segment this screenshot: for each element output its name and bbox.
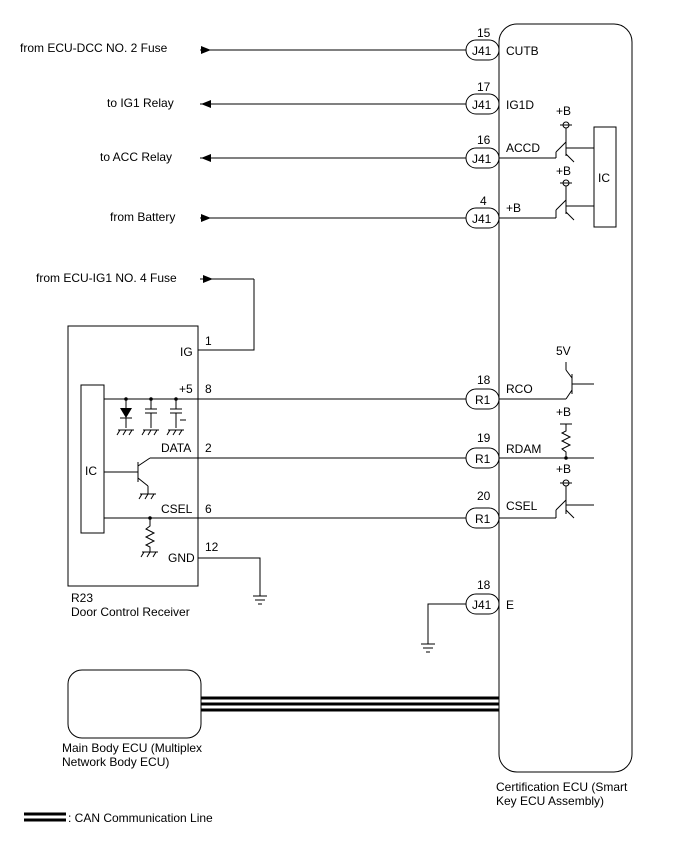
door-control-receiver-box <box>67 325 199 587</box>
transistor-plusb <box>499 179 594 221</box>
source-plusb: from Battery <box>110 210 175 224</box>
can-communication-line <box>201 696 499 712</box>
main-body-ecu-label-2: Network Body ECU) <box>62 755 169 769</box>
conn-cutb: J41 <box>472 44 492 58</box>
conn-csel: R1 <box>475 512 491 526</box>
ground-icon <box>253 595 267 605</box>
terminal-e: E <box>506 598 514 612</box>
terminal-accd: ACCD <box>506 141 540 155</box>
receiver-pin-csel-num: 6 <box>205 502 212 516</box>
ground-icon-e <box>421 643 435 653</box>
pin-num-csel: 20 <box>477 489 491 503</box>
ecu-ic-label: IC <box>598 171 610 185</box>
terminal-csel: CSEL <box>506 499 538 513</box>
receiver-name: Door Control Receiver <box>71 605 190 619</box>
electrolytic-capacitor-icon <box>166 397 186 436</box>
legend-text: : CAN Communication Line <box>68 811 213 825</box>
receiver-ic-block <box>80 384 105 534</box>
receiver-data-transistor <box>104 457 156 500</box>
main-body-ecu-box <box>67 669 202 739</box>
receiver-pin-ig-num: 1 <box>205 334 212 348</box>
pin-num-plusb: 4 <box>480 194 487 208</box>
pulldown-resistor-icon <box>140 516 158 558</box>
conn-rdam: R1 <box>475 452 491 466</box>
conn-rco: R1 <box>475 393 491 407</box>
connector-j41-ig1d <box>465 93 500 115</box>
receiver-pin-gnd-num: 12 <box>205 540 219 554</box>
connector-j41-cutb <box>465 39 500 61</box>
receiver-pin-p5-label: +5 <box>179 382 193 396</box>
terminal-rdam: RDAM <box>506 442 541 456</box>
conn-plusb: J41 <box>472 212 492 226</box>
transistor-accd <box>499 121 594 163</box>
capacitor-icon <box>141 397 159 436</box>
receiver-pin-data-label: DATA <box>161 441 191 455</box>
receiver-pin-ig-label: IG <box>180 345 193 359</box>
pin-num-cutb: 15 <box>477 26 491 40</box>
transistor-csel <box>499 479 594 519</box>
pin-num-e: 18 <box>477 578 491 592</box>
ecu-ic-block <box>593 126 617 228</box>
supply-b3: +B <box>556 405 571 419</box>
receiver-pin-csel-label: CSEL <box>161 502 193 516</box>
pullup-resistor-icon <box>499 423 594 460</box>
terminal-ig1d: IG1D <box>506 98 534 112</box>
receiver-pin-p5-num: 8 <box>205 382 212 396</box>
target-ig1d: to IG1 Relay <box>107 96 174 110</box>
wire-e <box>427 603 466 644</box>
pin-num-rdam: 19 <box>477 431 491 445</box>
conn-accd: J41 <box>472 152 492 166</box>
receiver-ic-label: IC <box>85 464 97 478</box>
terminal-rco: RCO <box>506 382 533 396</box>
receiver-pin-data-num: 2 <box>205 441 212 455</box>
supply-b1: +B <box>556 104 571 118</box>
receiver-pin-gnd-label: GND <box>168 551 195 565</box>
supply-5v: 5V <box>556 344 571 358</box>
zener-diode-icon <box>116 397 134 436</box>
pin-num-accd: 16 <box>477 133 491 147</box>
legend-can-line-icon <box>24 812 66 822</box>
wire-gnd <box>198 557 261 596</box>
certification-ecu-label-1: Certification ECU (Smart <box>496 780 628 794</box>
certification-ecu-label-2: Key ECU Assembly) <box>496 794 604 808</box>
terminal-cutb: CUTB <box>506 44 539 58</box>
pin-num-ig1d: 17 <box>477 80 491 94</box>
supply-b2: +B <box>556 164 571 178</box>
main-body-ecu-label-1: Main Body ECU (Multiplex <box>62 741 202 755</box>
pin-num-rco: 18 <box>477 373 491 387</box>
terminal-plusb: +B <box>506 201 521 215</box>
conn-e: J41 <box>472 598 492 612</box>
conn-ig1d: J41 <box>472 98 492 112</box>
supply-b4: +B <box>556 462 571 476</box>
transistor-rco <box>499 362 594 400</box>
source-cutb: from ECU-DCC NO. 2 Fuse <box>20 41 168 55</box>
receiver-connector: R23 <box>71 591 93 605</box>
source-ig1-fuse: from ECU-IG1 NO. 4 Fuse <box>36 271 177 285</box>
target-accd: to ACC Relay <box>100 150 172 164</box>
